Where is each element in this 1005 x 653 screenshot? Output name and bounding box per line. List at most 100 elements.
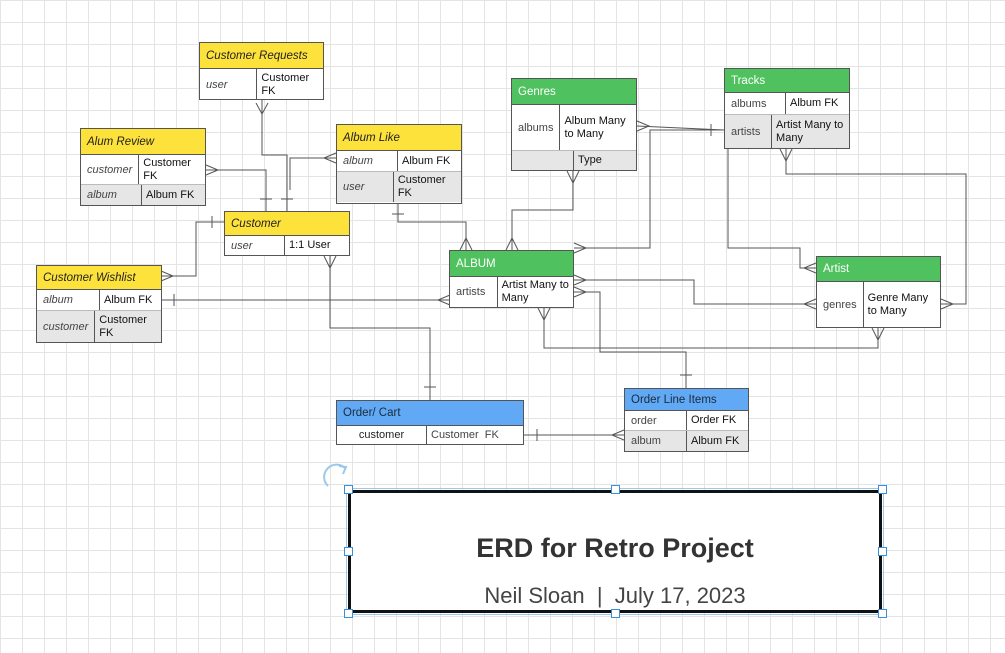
resize-handle-s[interactable]	[611, 609, 620, 618]
field-type: Album FK	[146, 188, 195, 201]
field-type: Artist Many to Many	[776, 118, 844, 144]
table-order-line-items[interactable]: Order Line Items order Order FK album Al…	[624, 388, 749, 452]
table-title: Order Line Items	[625, 389, 748, 411]
table-row[interactable]: user 1:1 User	[225, 236, 349, 255]
table-title: Tracks	[725, 69, 849, 93]
table-title: Artist	[817, 257, 940, 282]
table-row[interactable]: user Customer FK	[200, 69, 323, 100]
table-row[interactable]: album Album FK	[625, 431, 748, 451]
table-row[interactable]: album Album FK	[337, 151, 461, 172]
table-row[interactable]: customer Customer FK	[81, 155, 205, 185]
table-title: Genres	[512, 79, 636, 105]
resize-handle-w[interactable]	[344, 547, 353, 556]
resize-handle-e[interactable]	[878, 547, 887, 556]
table-title: Order/ Cart	[337, 401, 523, 426]
table-customer-wishlist[interactable]: Customer Wishlist album Album FK custome…	[36, 265, 162, 343]
table-row[interactable]: genres Genre Many to Many	[817, 282, 940, 327]
diagram-title: ERD for Retro Project	[476, 533, 754, 563]
resize-handle-nw[interactable]	[344, 485, 353, 494]
table-row[interactable]: customer Customer FK	[37, 311, 161, 342]
table-row[interactable]: albums Album FK	[725, 93, 849, 115]
connector-like-album	[397, 204, 467, 250]
title-block[interactable]: ERD for Retro Project Neil Sloan | July …	[346, 488, 884, 615]
field-type: Artist Many to Many	[501, 279, 569, 304]
table-title: Customer Wishlist	[37, 266, 161, 290]
field-type: Album Many to Many	[564, 114, 626, 140]
field-name: customer	[37, 311, 96, 342]
field-type: Type	[578, 154, 602, 166]
table-album[interactable]: ALBUM artists Artist Many to Many	[449, 250, 574, 308]
field-name: customer	[81, 155, 140, 184]
field-name: album	[81, 185, 142, 205]
field-type: Customer FK	[431, 428, 499, 441]
field-name: artists	[725, 115, 773, 148]
connector-tracks-artist-genres	[785, 149, 967, 305]
field-name: user	[200, 69, 258, 100]
table-alum-review[interactable]: Alum Review customer Customer FK album A…	[80, 128, 206, 206]
field-type: 1:1 User	[289, 239, 331, 251]
field-type: Customer FK	[99, 313, 147, 339]
rotate-handle-icon	[323, 463, 346, 487]
field-type: Customer FK	[261, 71, 310, 97]
field-name: albums	[512, 105, 561, 150]
table-row[interactable]: album Album FK	[81, 185, 205, 205]
resize-handle-ne[interactable]	[878, 485, 887, 494]
table-row[interactable]: albums Album Many to Many	[512, 105, 636, 151]
table-customer[interactable]: Customer user 1:1 User	[224, 211, 350, 256]
field-type: Album FK	[790, 97, 839, 109]
field-type: Order FK	[691, 414, 737, 426]
connector-genres-tracks	[636, 125, 725, 131]
table-album-like[interactable]: Album Like album Album FK user Customer …	[336, 124, 462, 204]
connector-album-artist-lower	[543, 308, 879, 349]
field-type: Customer FK	[143, 156, 191, 182]
table-row[interactable]: artists Artist Many to Many	[450, 277, 573, 307]
field-name	[512, 151, 574, 170]
resize-handle-n[interactable]	[611, 485, 620, 494]
connector-requests-customer	[261, 100, 288, 211]
field-type: Customer FK	[397, 174, 446, 199]
table-title: Album Like	[337, 125, 461, 151]
field-name: order	[625, 411, 687, 430]
field-name: albums	[725, 93, 786, 114]
connector-customer-wishlist	[161, 221, 224, 277]
field-name: artists	[450, 277, 498, 307]
field-name: album	[37, 290, 100, 310]
table-row[interactable]: customer Customer FK	[337, 426, 523, 444]
diagram-subtitle: Neil Sloan | July 17, 2023	[484, 583, 746, 608]
table-artist[interactable]: Artist genres Genre Many to Many	[816, 256, 941, 328]
table-row[interactable]: order Order FK	[625, 411, 748, 431]
table-genres[interactable]: Genres albums Album Many to Many Type	[511, 78, 637, 171]
table-row[interactable]: Type	[512, 151, 636, 170]
connector-tracks-album	[574, 129, 724, 249]
field-name: user	[337, 172, 394, 202]
field-name: genres	[817, 282, 864, 327]
resize-handle-sw[interactable]	[344, 609, 353, 618]
table-row[interactable]: artists Artist Many to Many	[725, 115, 849, 148]
connector-genres-album	[511, 171, 574, 250]
table-title: Customer	[225, 212, 349, 236]
connector-customer-order	[329, 256, 431, 400]
table-order-cart[interactable]: Order/ Cart customer Customer FK	[336, 400, 524, 445]
table-title: Alum Review	[81, 129, 205, 155]
table-title: ALBUM	[450, 251, 573, 277]
field-type: Genre Many to Many	[867, 291, 929, 317]
field-type: Album FK	[104, 293, 153, 306]
field-name: customer	[337, 426, 427, 444]
table-title: Customer Requests	[200, 43, 323, 69]
connector-album-artist	[574, 279, 816, 305]
table-customer-requests[interactable]: Customer Requests user Customer FK	[199, 42, 324, 100]
connector-review-customer	[206, 169, 267, 211]
connector-like-customer	[289, 157, 336, 190]
field-name: user	[225, 236, 285, 255]
field-name: album	[625, 431, 687, 451]
field-type: Album FK	[691, 434, 740, 447]
field-type: Album FK	[402, 154, 451, 167]
table-row[interactable]: album Album FK	[37, 290, 161, 311]
resize-handle-se[interactable]	[878, 609, 887, 618]
table-tracks[interactable]: Tracks albums Album FK artists Artist Ma…	[724, 68, 850, 149]
table-row[interactable]: user Customer FK	[337, 172, 461, 202]
connector-album-orderline	[574, 291, 687, 388]
field-name: album	[337, 151, 398, 171]
